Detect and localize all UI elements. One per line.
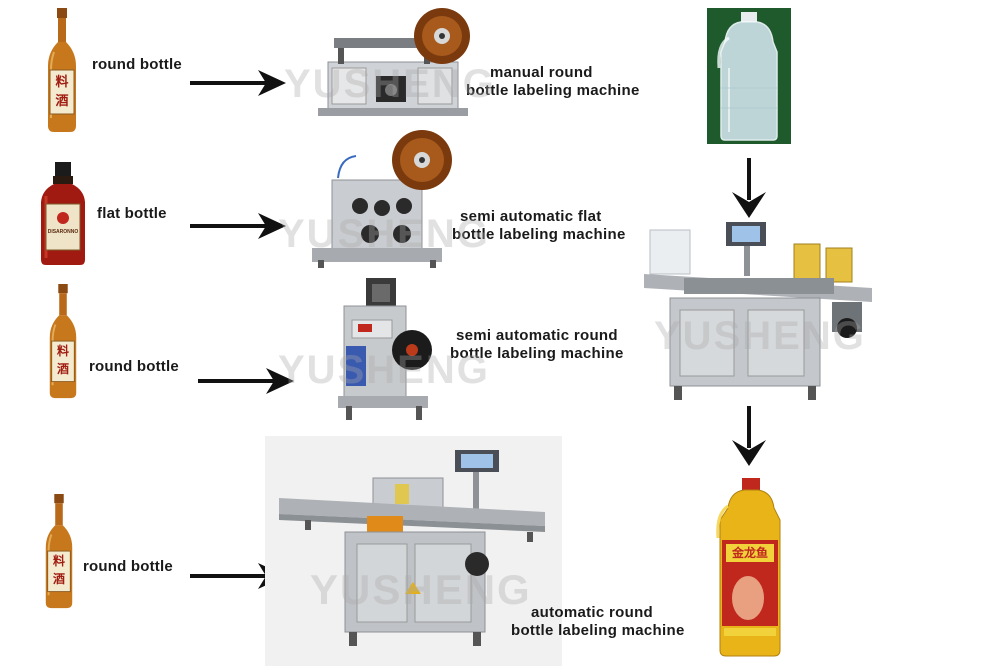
- bottle-glyph-2: 酒: [55, 93, 69, 108]
- machine-caption-1-line1: manual round: [490, 64, 593, 81]
- labeled-oil-jug-image: 金龙鱼: [708, 478, 792, 658]
- round-bottle-image-3: 料 酒: [42, 494, 76, 610]
- round-bottle-image-1: 料 酒: [44, 8, 80, 134]
- bottle-glyph-3: 料: [56, 344, 69, 358]
- oil-brand-label: 金龙鱼: [731, 546, 768, 560]
- machine-caption-3-line1: semi automatic round: [456, 327, 618, 344]
- right-arrow-icon-2: [190, 213, 286, 239]
- bottle-glyph-6: 酒: [52, 572, 65, 586]
- watermark-5: YUSHENG: [310, 566, 532, 613]
- machine-caption-4: automatic round bottle labeling machine: [511, 604, 685, 640]
- down-arrow-icon-1: [732, 158, 766, 218]
- bottle-glyph-5: 料: [52, 554, 65, 568]
- bottle-glyph-1: 料: [55, 74, 69, 89]
- automatic-flat-bottle-labeling-machine-image: [644, 218, 874, 404]
- right-arrow-icon-3: [198, 368, 294, 394]
- manual-round-labeling-machine-image: [318, 4, 488, 120]
- machine-caption-2-line1: semi automatic flat: [460, 208, 602, 225]
- flat-bottle-image: DISARONNO: [38, 162, 88, 266]
- bottle-type-label-1: round bottle: [92, 56, 182, 73]
- machine-caption-2: semi automatic flat bottle labeling mach…: [452, 208, 626, 244]
- machine-caption-1: manual round bottle labeling machine: [466, 64, 640, 100]
- watermark-4: YUSHENG: [654, 314, 866, 358]
- bottle-glyph-4: 酒: [56, 362, 69, 376]
- down-arrow-icon-2: [732, 406, 766, 466]
- machine-caption-2-line2: bottle labeling machine: [452, 226, 626, 243]
- semi-automatic-flat-labeling-machine-image: [312, 128, 460, 268]
- flat-bottle-brand-label: DISARONNO: [47, 229, 79, 235]
- watermark-2: YUSHENG: [278, 212, 490, 256]
- machine-caption-1-line2: bottle labeling machine: [466, 82, 640, 99]
- watermark-3: YUSHENG: [278, 348, 490, 392]
- machine-caption-4-line2: bottle labeling machine: [511, 622, 685, 639]
- bottle-type-label-2: flat bottle: [97, 205, 167, 222]
- semi-automatic-round-labeling-machine-image: [336, 276, 440, 422]
- plastic-oil-jug-image: [707, 8, 791, 144]
- right-arrow-icon-1: [190, 70, 286, 96]
- machine-caption-3-line2: bottle labeling machine: [450, 345, 624, 362]
- round-bottle-image-2: 料 酒: [46, 284, 80, 400]
- machine-caption-3: semi automatic round bottle labeling mac…: [450, 327, 624, 363]
- machine-caption-4-line1: automatic round: [531, 604, 654, 621]
- watermark-1: YUSHENG: [284, 62, 496, 106]
- bottle-type-label-3: round bottle: [89, 358, 179, 375]
- automatic-round-labeling-machine-image: [265, 436, 562, 666]
- bottle-type-label-4: round bottle: [83, 558, 173, 575]
